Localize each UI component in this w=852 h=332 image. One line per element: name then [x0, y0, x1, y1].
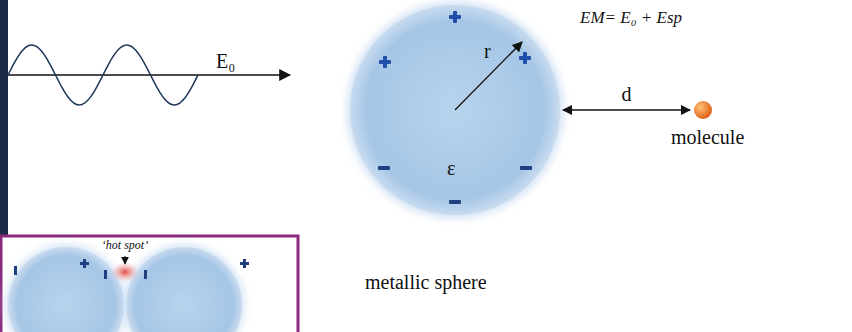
inset-sphere: [126, 247, 242, 332]
plus-charges: [379, 11, 531, 68]
inset-sphere: [8, 247, 124, 332]
field-axis: [8, 74, 290, 76]
field-equation: EM= E₀ + Esp: [580, 8, 682, 28]
molecule-ball: [694, 101, 712, 119]
inset-sphere-glow: [124, 245, 244, 332]
distance-arrow: [563, 109, 690, 110]
metal-sphere-node: εmetallic sphere: [350, 5, 560, 215]
radius-label: r: [484, 40, 491, 63]
sphere-glow: [347, 2, 563, 218]
molecule-dot: [693, 100, 713, 120]
molecule-node: molecule: [693, 100, 713, 120]
molecule-caption: molecule: [671, 126, 744, 149]
hot-spot-arrow: [125, 256, 126, 264]
inset-sphere-glow: [6, 245, 126, 332]
wave: [8, 45, 198, 105]
metal-sphere: [350, 5, 560, 215]
hot-spot: [111, 262, 139, 282]
field-label: E₀: [216, 50, 235, 73]
distance-label: d: [622, 83, 632, 106]
sphere-caption: metallic sphere: [365, 271, 487, 294]
permittivity-label: ε: [447, 157, 455, 180]
hot-spot-label: ‘hot spot’: [102, 238, 148, 253]
inset-charges: [14, 259, 249, 279]
